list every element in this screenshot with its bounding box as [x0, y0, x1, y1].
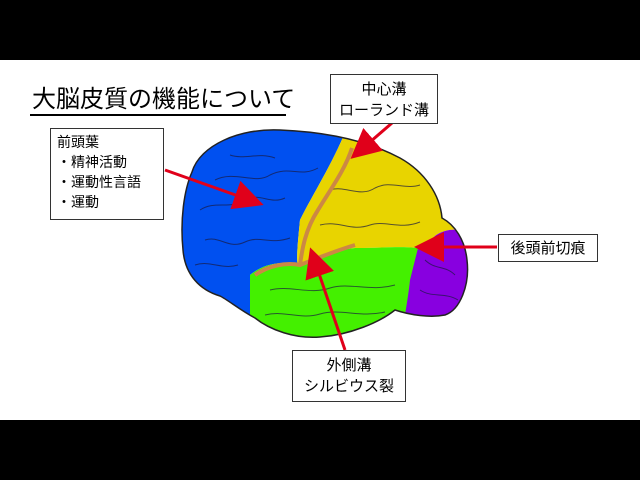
lateral-sulcus-label-1: 外側溝: [326, 356, 372, 374]
frontal-item-mental: ・精神活動: [57, 155, 127, 171]
central-sulcus-line: [298, 147, 354, 266]
frontal-heading: 前頭葉: [57, 135, 99, 151]
central-sulcus-box: 中心溝 ローランド溝: [330, 74, 438, 124]
central-sulcus-arrow: [350, 121, 393, 159]
frontal-lobe: [182, 129, 350, 320]
lateral-sulcus-line: [253, 243, 356, 277]
slide-title: 大脳皮質の機能について: [32, 85, 296, 113]
gyri-lines: [194, 154, 459, 317]
frontal-arrow: [164, 168, 264, 210]
frontal-item-motor: ・運動: [57, 195, 99, 211]
parieto-occipital-label: 後頭前切痕: [510, 239, 586, 257]
slide: 大脳皮質の機能について 前頭葉 ・精神活動 ・運動性言語 ・運動 中心溝 ローラ…: [0, 60, 640, 420]
central-sulcus-label-2: ローランド溝: [338, 101, 429, 119]
central-sulcus-label-1: 中心溝: [361, 80, 407, 98]
lateral-sulcus-arrow: [305, 247, 347, 351]
lateral-sulcus-label-2: シルビウス裂: [303, 377, 394, 395]
brain-diagram: [164, 121, 497, 351]
title-underline: [30, 114, 286, 116]
lateral-sulcus-box: 外側溝 シルビウス裂: [292, 350, 406, 402]
parieto-occipital-box: 後頭前切痕: [498, 234, 598, 262]
frontal-lobe-box: 前頭葉 ・精神活動 ・運動性言語 ・運動: [50, 128, 164, 220]
frontal-item-speech: ・運動性言語: [57, 175, 141, 191]
